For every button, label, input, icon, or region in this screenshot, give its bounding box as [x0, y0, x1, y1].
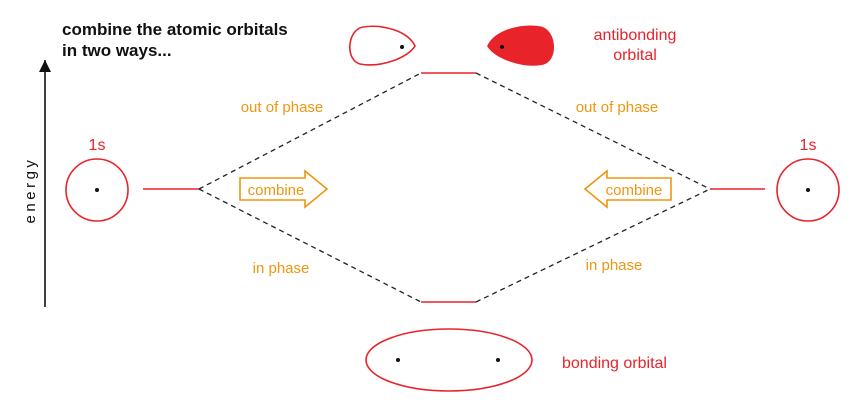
combine-label-right: combine [606, 182, 663, 199]
combine-arrow-right: combine [583, 169, 672, 209]
left-to-bonding-line [198, 188, 422, 303]
combine-arrow-left-pointing [583, 169, 672, 209]
left-nucleus-dot [95, 188, 99, 192]
left-orbital-label: 1s [89, 137, 106, 154]
combine-arrow-right-pointing [239, 169, 329, 209]
title-line-1: combine the atomic orbitals [62, 20, 288, 39]
antibonding-nucleus-dot-right [500, 45, 504, 49]
left-to-antibonding-line [198, 72, 422, 190]
left-1s-orbital-circle [65, 158, 129, 222]
antibonding-orbital-shape [349, 25, 554, 66]
in-phase-label-left: in phase [253, 260, 310, 277]
out-of-phase-label-right: out of phase [576, 99, 659, 116]
bonding-orbital-shape [365, 328, 533, 392]
correlation-lines [198, 72, 711, 303]
out-of-phase-label-left: out of phase [241, 99, 324, 116]
left-atomic-orbital: 1s [65, 137, 199, 222]
antibonding-label-line-1: antibonding [594, 27, 677, 44]
right-atomic-orbital: 1s [710, 137, 840, 222]
right-nucleus-dot [806, 188, 810, 192]
title-line-2: in two ways... [62, 41, 172, 60]
combine-label-left: combine [248, 182, 305, 199]
bonding-orbital-ellipse [365, 328, 533, 392]
antibonding-lobe-filled [487, 25, 554, 66]
antibonding-lobe-outline [349, 25, 416, 66]
energy-axis-label: energy [22, 157, 39, 224]
energy-axis: energy [22, 60, 51, 307]
right-1s-orbital-circle [776, 158, 840, 222]
antibonding-to-right-line [475, 72, 711, 190]
antibonding-nucleus-dot-left [400, 45, 404, 49]
combine-arrow-left: combine [239, 169, 329, 209]
bonding-to-right-line [475, 188, 711, 303]
bonding-nucleus-dot-left [396, 358, 400, 362]
energy-axis-arrowhead [39, 60, 51, 72]
in-phase-label-right: in phase [586, 257, 643, 274]
bonding-orbital-label: bonding orbital [562, 355, 667, 372]
right-orbital-label: 1s [800, 137, 817, 154]
bonding-nucleus-dot-right [496, 358, 500, 362]
antibonding-label-line-2: orbital [613, 47, 657, 64]
